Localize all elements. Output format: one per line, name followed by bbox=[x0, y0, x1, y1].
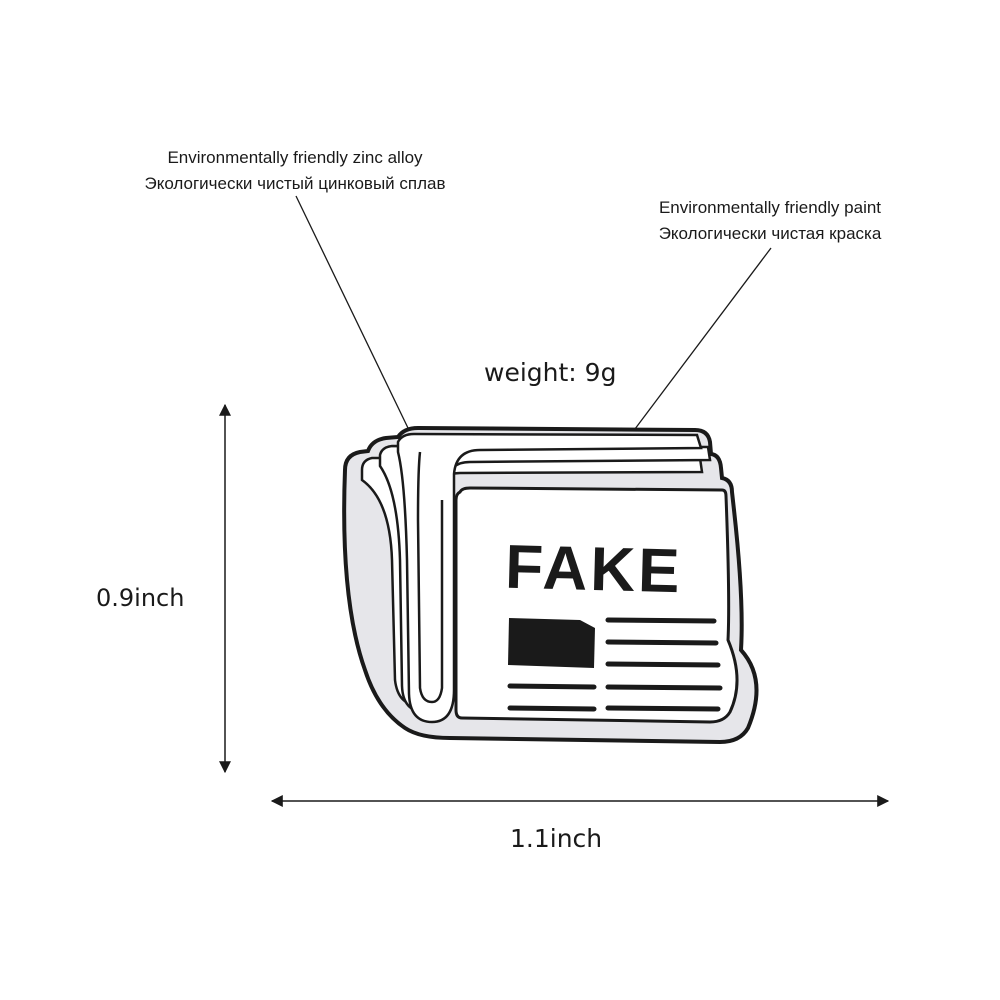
weight-label: weight: 9g bbox=[484, 358, 617, 387]
paint-label-ru: Экологически чистая краска bbox=[658, 224, 882, 243]
paint-label-en: Environmentally friendly paint bbox=[658, 198, 882, 217]
width-dimension-label: 1.1inch bbox=[510, 824, 603, 853]
paint-label: Environmentally friendly paint Экологиче… bbox=[615, 195, 925, 247]
height-dimension-label: 0.9inch bbox=[96, 584, 185, 612]
pin-text-lines-right bbox=[605, 617, 723, 712]
pin-text-lines-left bbox=[507, 683, 597, 712]
zinc-leader-line bbox=[295, 195, 409, 429]
pin-photo-block bbox=[508, 618, 595, 668]
page-back-1 bbox=[396, 432, 703, 724]
fake-news-pin: FAKE bbox=[342, 425, 759, 745]
zinc-alloy-label-en: Environmentally friendly zinc alloy bbox=[167, 148, 423, 167]
zinc-alloy-label: Environmentally friendly zinc alloy Экол… bbox=[95, 145, 495, 197]
fold-line-inner bbox=[416, 451, 444, 704]
zinc-alloy-label-ru: Экологически чистый цинковый сплав bbox=[144, 174, 446, 193]
pin-headline: FAKE bbox=[504, 533, 683, 607]
